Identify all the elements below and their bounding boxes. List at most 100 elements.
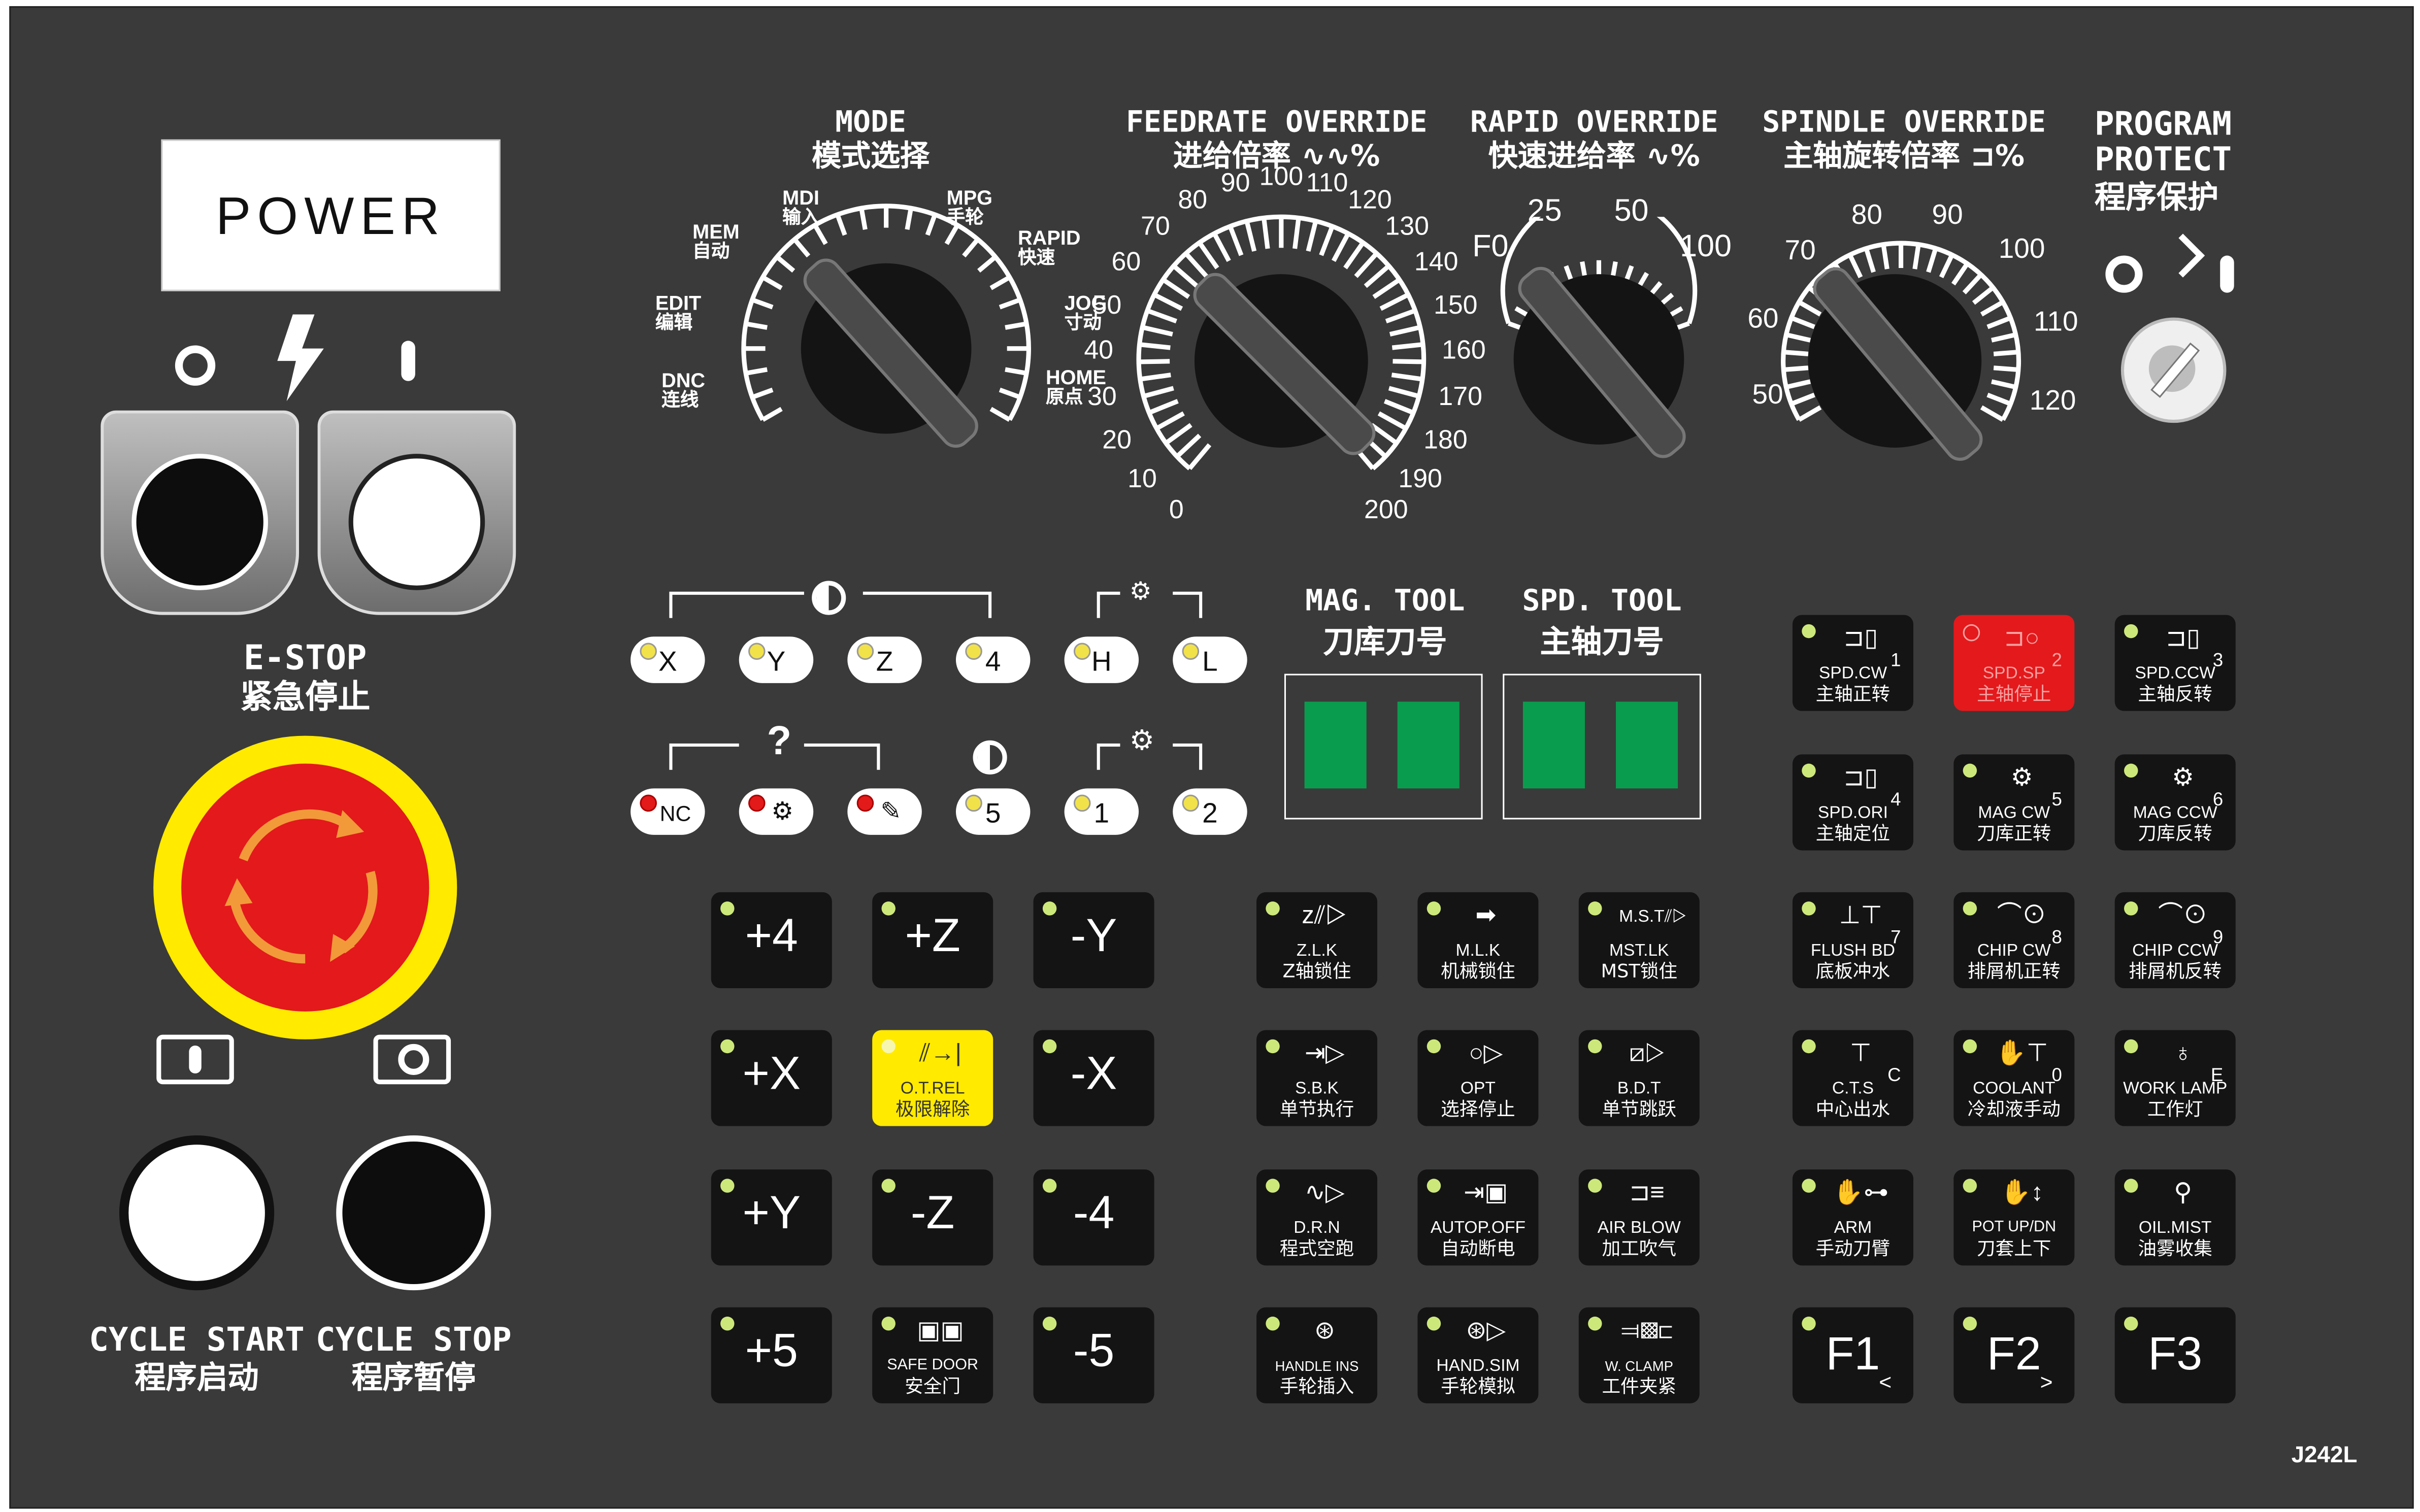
spd-tool-title-cn: 主轴刀号	[1540, 622, 1664, 660]
jog-plus-5[interactable]: +5	[711, 1307, 832, 1403]
cycle-stop-button[interactable]	[336, 1135, 491, 1291]
rapid-scale-f0: F0	[1472, 230, 1509, 264]
model-label: J242L	[2291, 1442, 2358, 1469]
cycle-stop-icon	[373, 1034, 451, 1085]
status-tool-alarm[interactable]: ✎	[847, 788, 922, 835]
spindle-override-knob[interactable]	[1806, 260, 1989, 467]
program-protect-keyswitch[interactable]	[2120, 317, 2227, 423]
feedrate-scale-170: 170	[1438, 381, 1483, 411]
jog-minus-y[interactable]: -Y	[1033, 892, 1154, 989]
handwheel-axis-2[interactable]: 2	[1173, 788, 1247, 835]
jog-minus-5[interactable]: -5	[1033, 1307, 1154, 1403]
feedrate-scale-130: 130	[1385, 212, 1429, 242]
jog-plus-y[interactable]: +Y	[711, 1169, 832, 1266]
estop-rotate-icon	[224, 809, 378, 964]
jog-minus-x[interactable]: -X	[1033, 1030, 1154, 1126]
rapid-scale-50: 50	[1614, 194, 1649, 229]
mode-title-cn: 模式选择	[812, 139, 930, 174]
spindle-scale-90: 90	[1932, 199, 1963, 230]
protect-title: PROGRAM PROTECT 程序保护	[2095, 105, 2249, 212]
axis-select-5[interactable]: 5	[955, 788, 1031, 835]
jog-minus-4[interactable]: -4	[1033, 1169, 1154, 1266]
spindle-scale-100: 100	[1998, 233, 2045, 264]
feedrate-scale-190: 190	[1398, 463, 1442, 493]
rapid-scale-25: 25	[1527, 194, 1562, 229]
feed-symbol-icon: ∿∿	[1301, 139, 1351, 174]
rapid-title-en: RAPID OVERRIDE	[1470, 105, 1718, 140]
jog-minus-z[interactable]: -Z	[872, 1169, 993, 1266]
estop-button[interactable]	[181, 763, 429, 1012]
coolant-icon: ✋⊤	[1995, 1040, 2048, 1067]
handwheel-axis-1[interactable]: 1	[1064, 788, 1139, 835]
axis-select-y[interactable]: Y	[739, 636, 814, 683]
axis-select-z[interactable]: Z	[847, 636, 922, 683]
f1-button[interactable]: F1<	[1792, 1307, 1913, 1403]
protect-title-en1: PROGRAM	[2095, 105, 2232, 143]
jog-plus-4[interactable]: +4	[711, 892, 832, 989]
magazine-ccw-icon: ⚙	[2172, 765, 2194, 792]
rate-select-l[interactable]: L	[1173, 636, 1247, 683]
cycle-start-button[interactable]	[119, 1135, 275, 1291]
feedrate-scale-110: 110	[1306, 167, 1348, 197]
mode-selector-knob[interactable]	[797, 252, 985, 454]
status-nc[interactable]: NC	[631, 788, 705, 835]
handwheel-sim-icon: ⊛▷	[1466, 1318, 1506, 1345]
power-on-button[interactable]	[348, 454, 485, 590]
spindle-scale-50: 50	[1752, 379, 1783, 410]
power-plate: POWER	[161, 139, 501, 291]
jog-plus-x[interactable]: +X	[711, 1030, 832, 1126]
mag-tool-title-en: MAG. TOOL	[1305, 584, 1465, 618]
dry-run-icon: ∿▷	[1305, 1180, 1345, 1207]
mag-tool-title: MAG. TOOL 刀库刀号	[1284, 584, 1486, 657]
power-off-button[interactable]	[131, 454, 268, 590]
rapid-symbol-icon: ∿	[1646, 139, 1671, 174]
f3-button[interactable]: F3	[2114, 1307, 2236, 1403]
home-target-icon	[812, 581, 846, 615]
mode-scale-arc	[741, 204, 1031, 422]
feedrate-override-knob[interactable]	[1186, 266, 1382, 462]
f2-button[interactable]: F2>	[1953, 1307, 2075, 1403]
rapid-override-knob[interactable]	[1512, 260, 1693, 464]
block-delete-icon: ⧄▷	[1629, 1040, 1665, 1067]
spindle-cw-icon: ⊐▯	[1843, 625, 1878, 652]
status-gear-alarm[interactable]: ⚙	[739, 788, 814, 835]
mst-lock-icon: M.S.T⫽▷	[1619, 908, 1687, 926]
cycle-stop-label-cn: 程序暂停	[351, 1358, 476, 1396]
axis-select-4[interactable]: 4	[955, 636, 1031, 683]
axis-select-x[interactable]: X	[631, 636, 705, 683]
jog-plus-z[interactable]: +Z	[872, 892, 993, 989]
mode-title-en: MODE	[835, 105, 906, 140]
axis-group-bracket	[669, 591, 1203, 770]
rate-select-h[interactable]: H	[1064, 636, 1139, 683]
